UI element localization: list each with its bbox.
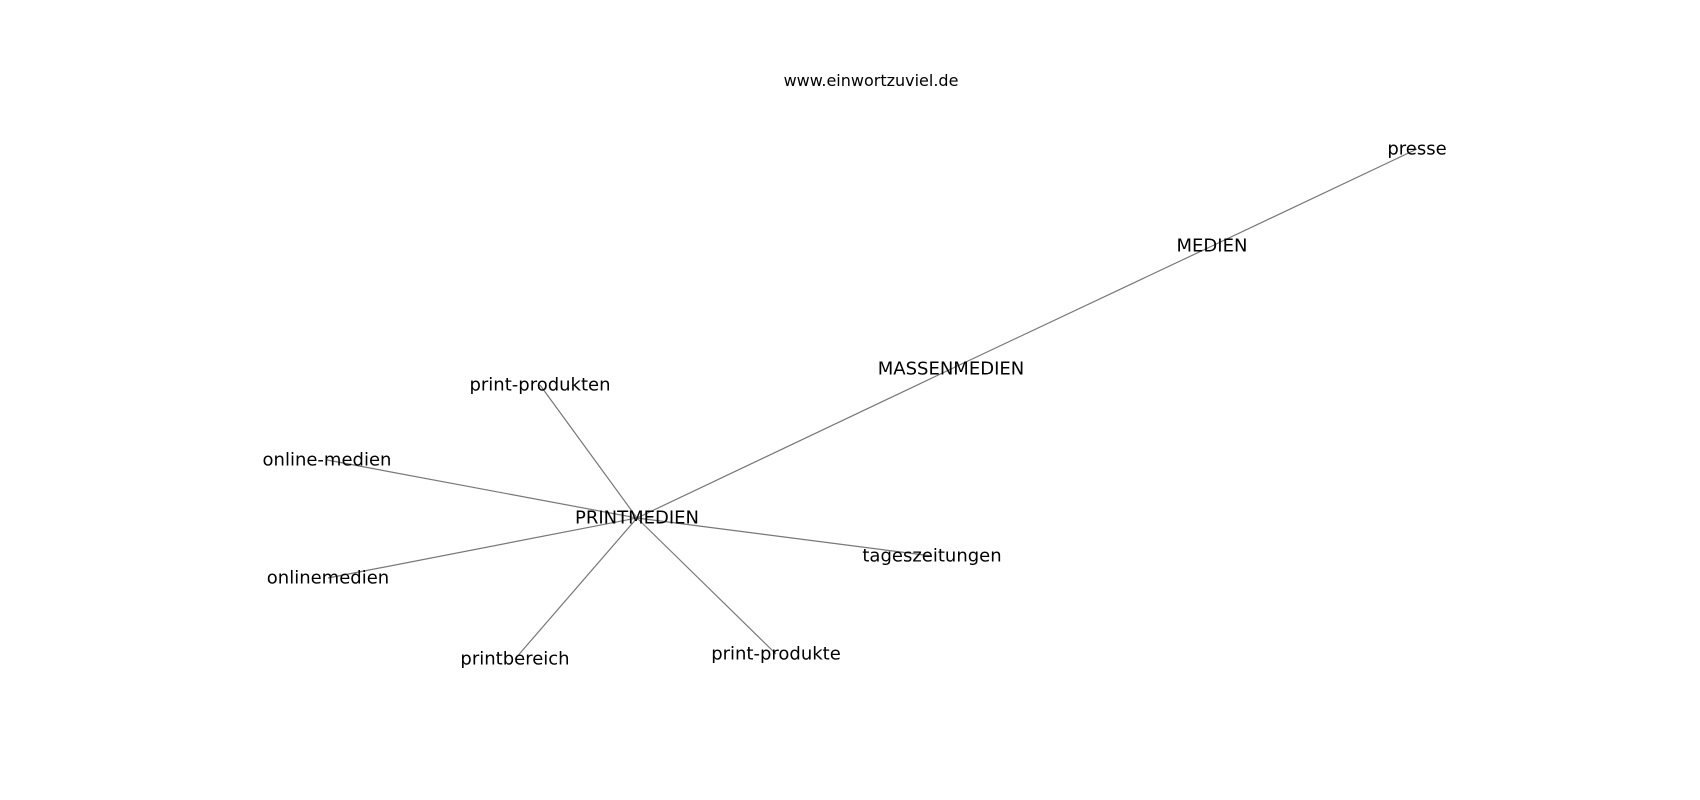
node-medien: MEDIEN bbox=[1177, 236, 1248, 257]
edge-printmedien-printbereich bbox=[514, 517, 638, 660]
node-printmedien: PRINTMEDIEN bbox=[575, 508, 699, 529]
edge-printmedien-online-medien bbox=[326, 459, 638, 519]
node-tageszeitungen: tageszeitungen bbox=[862, 546, 1001, 567]
edge-medien-presse bbox=[1211, 148, 1418, 247]
node-printbereich: printbereich bbox=[460, 649, 569, 670]
node-massenmedien: MASSENMEDIEN bbox=[878, 359, 1024, 380]
edge-printmedien-onlinemedien bbox=[327, 517, 638, 579]
node-print-produkten: print-produkten bbox=[469, 375, 610, 396]
node-presse: presse bbox=[1387, 139, 1446, 160]
node-onlinemedien: onlinemedien bbox=[267, 568, 389, 589]
graph-edges bbox=[326, 148, 1418, 660]
edge-printmedien-massenmedien bbox=[636, 368, 952, 519]
source-url: www.einwortzuviel.de bbox=[783, 71, 959, 90]
node-online-medien: online-medien bbox=[263, 450, 392, 471]
edge-printmedien-print-produkte bbox=[636, 517, 777, 655]
edge-printmedien-print-produkten bbox=[539, 384, 638, 519]
edge-massenmedien-medien bbox=[950, 245, 1213, 370]
graph-nodes: PRINTMEDIEN MASSENMEDIEN MEDIEN presse print… bbox=[263, 139, 1447, 670]
node-print-produkte: print-produkte bbox=[711, 644, 841, 665]
edge-printmedien-tageszeitungen bbox=[636, 517, 933, 557]
